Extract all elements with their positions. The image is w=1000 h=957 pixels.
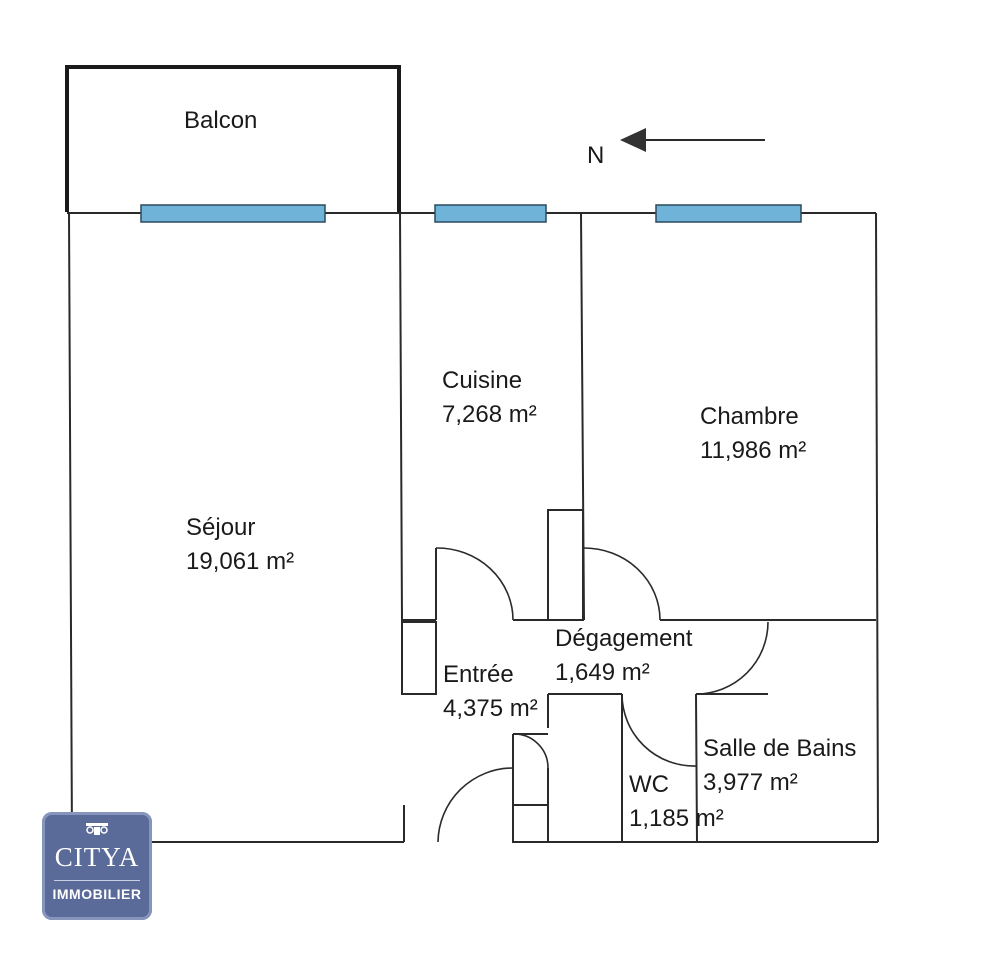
room-name: Entrée	[443, 661, 514, 688]
room-area: 1,185 m²	[629, 805, 724, 832]
door-entrance-swing	[437, 767, 514, 843]
room-area: 7,268 m²	[442, 401, 537, 428]
window-sejour	[140, 204, 326, 223]
room-label-sejour: Séjour 19,061 m²	[186, 511, 294, 579]
compass-arrowhead	[620, 128, 646, 152]
pillar-entree	[401, 621, 437, 695]
room-name: WC	[629, 771, 669, 798]
room-name: Chambre	[700, 403, 799, 430]
room-label-degagement: Dégagement 1,649 m²	[555, 622, 692, 690]
window-chambre	[655, 204, 802, 223]
room-label-cuisine: Cuisine 7,268 m²	[442, 364, 537, 432]
room-label-sdb: Salle de Bains 3,977 m²	[703, 732, 856, 800]
door-chambre-swing	[583, 547, 661, 621]
closet-box	[512, 804, 549, 843]
room-label-chambre: Chambre 11,986 m²	[700, 400, 806, 468]
room-area: 3,977 m²	[703, 769, 798, 796]
room-area: 1,649 m²	[555, 659, 650, 686]
window-cuisine	[434, 204, 547, 223]
closet-door-swing	[512, 733, 549, 769]
column-capital-icon	[86, 823, 108, 835]
logo-brand: CITYA	[54, 842, 140, 872]
compass-north-label: N	[587, 142, 605, 169]
room-name: Salle de Bains	[703, 735, 857, 762]
room-name: Dégagement	[555, 625, 693, 652]
room-name: Cuisine	[442, 367, 523, 394]
right-wall	[875, 212, 879, 843]
room-name: Séjour	[186, 514, 256, 541]
door-wc-swing	[621, 693, 697, 767]
room-label-balcon: Balcon	[184, 104, 257, 138]
wall-sejour-cuisine	[399, 212, 403, 623]
logo-subtitle: IMMOBILIER	[52, 886, 142, 902]
room-label-wc: WC 1,185 m²	[629, 768, 724, 836]
room-area: 11,986 m²	[700, 437, 807, 464]
door-cuisine-swing	[435, 547, 514, 621]
room-area: 4,375 m²	[443, 695, 538, 722]
cupboard-cuisine	[547, 509, 584, 621]
room-area: 19,061 m²	[186, 548, 295, 575]
room-name: Balcon	[184, 107, 258, 134]
room-label-entree: Entrée 4,375 m²	[443, 658, 538, 726]
left-wall	[68, 212, 73, 843]
door-sdb-swing	[695, 621, 769, 695]
logo-divider	[54, 880, 140, 881]
citya-logo: CITYA IMMOBILIER	[42, 812, 152, 920]
wall-sdb-left	[695, 693, 698, 843]
balcony-wall	[65, 65, 401, 212]
